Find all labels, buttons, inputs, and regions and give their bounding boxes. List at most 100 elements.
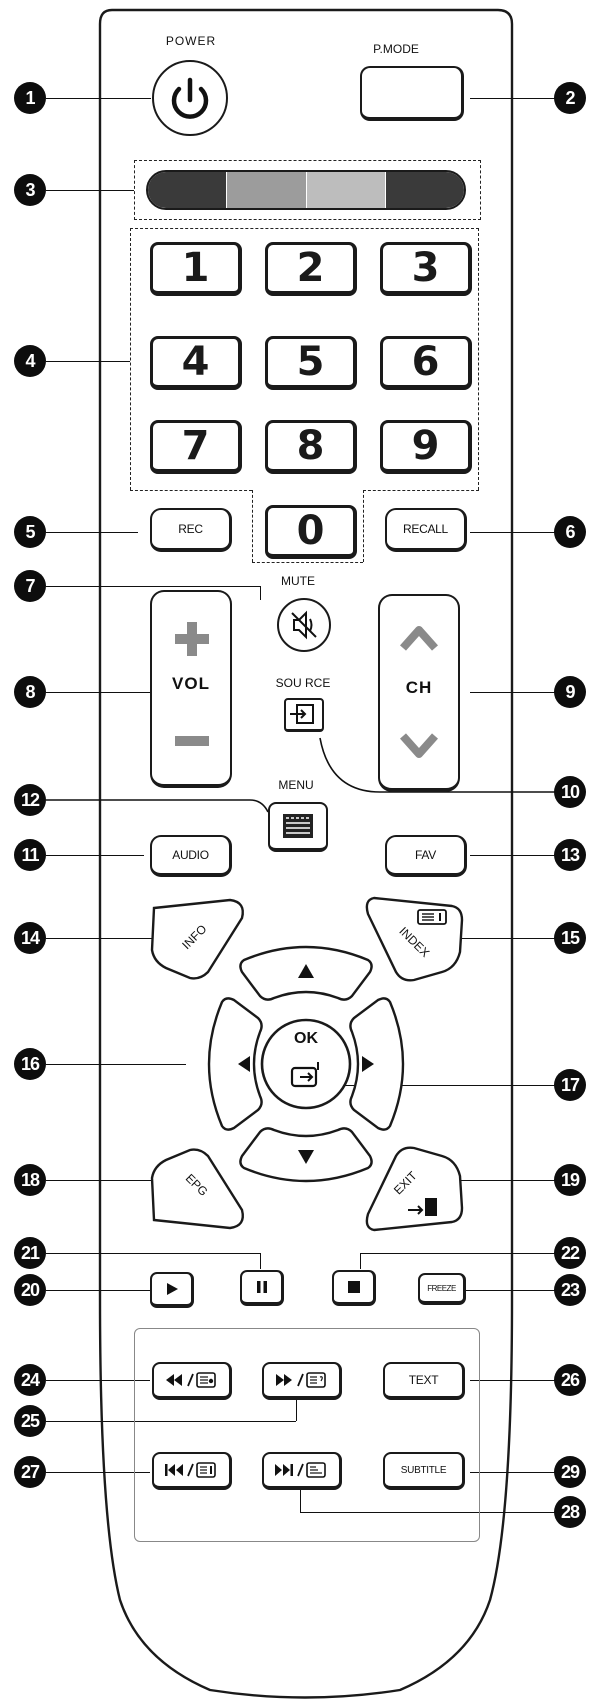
previous-icon bbox=[164, 1462, 216, 1478]
pmode-button[interactable] bbox=[360, 66, 464, 121]
digit-button-7[interactable]: 7 bbox=[150, 420, 242, 474]
stop-icon bbox=[347, 1281, 360, 1293]
digit-button-2[interactable]: 2 bbox=[265, 242, 357, 296]
power-button[interactable] bbox=[152, 60, 228, 136]
power-icon bbox=[171, 77, 209, 119]
callout-badge-22: 22 bbox=[554, 1237, 586, 1269]
leader-line-1 bbox=[46, 98, 151, 99]
fastforward-teletext-button[interactable] bbox=[262, 1362, 342, 1400]
next-teletext-button[interactable] bbox=[262, 1452, 342, 1490]
previous-teletext-button[interactable] bbox=[152, 1452, 232, 1490]
callout-badge-14: 14 bbox=[14, 922, 46, 954]
text-button[interactable]: TEXT bbox=[383, 1362, 465, 1400]
color-key-2[interactable] bbox=[227, 172, 307, 208]
callout-badge-19: 19 bbox=[554, 1164, 586, 1196]
leader-line-21b bbox=[260, 1253, 261, 1269]
audio-button[interactable]: AUDIO bbox=[150, 835, 232, 877]
digit-button-4[interactable]: 4 bbox=[150, 336, 242, 390]
leader-line-11 bbox=[46, 855, 144, 856]
color-key-4[interactable] bbox=[385, 172, 464, 208]
numpad-outline-top bbox=[130, 228, 479, 229]
digit-button-5[interactable]: 5 bbox=[265, 336, 357, 390]
mute-button[interactable] bbox=[277, 598, 331, 652]
source-button[interactable] bbox=[284, 698, 324, 732]
freeze-button[interactable]: FREEZE bbox=[418, 1273, 466, 1305]
pause-button[interactable] bbox=[240, 1270, 284, 1306]
callout-badge-24: 24 bbox=[14, 1364, 46, 1396]
volume-up-icon[interactable] bbox=[175, 622, 209, 656]
info-button[interactable] bbox=[150, 898, 244, 980]
leader-line-7b bbox=[260, 586, 261, 600]
leader-line-22b bbox=[360, 1253, 361, 1269]
callout-badge-28: 28 bbox=[554, 1496, 586, 1528]
ok-label: OK bbox=[294, 1030, 318, 1047]
color-keys-group-outline bbox=[134, 160, 481, 220]
recall-button[interactable]: RECALL bbox=[385, 508, 467, 552]
menu-button[interactable] bbox=[268, 802, 328, 852]
leader-line-6 bbox=[470, 532, 562, 533]
nav-right-button[interactable] bbox=[349, 997, 405, 1131]
callout-badge-9: 9 bbox=[554, 676, 586, 708]
digit-button-1[interactable]: 1 bbox=[150, 242, 242, 296]
channel-label: CH bbox=[405, 678, 433, 697]
digit-button-3[interactable]: 3 bbox=[380, 242, 472, 296]
volume-down-icon[interactable] bbox=[175, 736, 209, 746]
epg-button[interactable] bbox=[150, 1148, 244, 1230]
digit-button-6[interactable]: 6 bbox=[380, 336, 472, 390]
channel-down-icon[interactable] bbox=[399, 730, 439, 760]
stop-button[interactable] bbox=[332, 1270, 376, 1306]
callout-badge-17: 17 bbox=[554, 1069, 586, 1101]
leader-line-16 bbox=[46, 1064, 186, 1065]
leader-line-23 bbox=[464, 1290, 562, 1291]
digit-button-8[interactable]: 8 bbox=[265, 420, 357, 474]
callout-badge-11: 11 bbox=[14, 839, 46, 871]
menu-label: MENU bbox=[278, 778, 314, 792]
leader-line-7 bbox=[46, 586, 260, 587]
nav-up-button[interactable] bbox=[239, 945, 373, 1001]
leader-line-18 bbox=[46, 1180, 160, 1181]
callout-badge-1: 1 bbox=[14, 82, 46, 114]
pmode-label: P.MODE bbox=[373, 42, 419, 56]
leader-line-29 bbox=[470, 1472, 562, 1473]
next-icon bbox=[274, 1462, 326, 1478]
color-key-1[interactable] bbox=[148, 172, 228, 208]
nav-down-button[interactable] bbox=[239, 1127, 373, 1183]
index-button[interactable] bbox=[365, 896, 464, 982]
leader-line-28 bbox=[300, 1512, 562, 1513]
channel-up-icon[interactable] bbox=[399, 624, 439, 654]
play-button[interactable] bbox=[150, 1272, 194, 1308]
numpad-outline-zero-bottom bbox=[252, 562, 363, 563]
leader-line-15 bbox=[456, 938, 562, 939]
digit-button-9[interactable]: 9 bbox=[380, 420, 472, 474]
leader-line-13 bbox=[470, 855, 562, 856]
leader-line-28b bbox=[300, 1490, 301, 1512]
numpad-outline-zero-left bbox=[252, 490, 253, 562]
leader-line-5 bbox=[46, 532, 138, 533]
rec-button[interactable]: REC bbox=[150, 508, 232, 552]
subtitle-button[interactable]: SUBTITLE bbox=[383, 1452, 465, 1490]
callout-badge-12: 12 bbox=[14, 784, 46, 816]
callout-badge-25: 25 bbox=[14, 1405, 46, 1437]
mute-label: MUTE bbox=[281, 574, 315, 588]
nav-left-button[interactable] bbox=[207, 997, 263, 1131]
source-icon bbox=[290, 704, 314, 724]
ok-button[interactable] bbox=[260, 1018, 352, 1110]
callout-badge-23: 23 bbox=[554, 1274, 586, 1306]
rewind-teletext-button[interactable] bbox=[152, 1362, 232, 1400]
play-icon bbox=[166, 1283, 178, 1295]
leader-line-25 bbox=[46, 1421, 296, 1422]
digit-button-0[interactable]: 0 bbox=[265, 505, 357, 559]
callout-badge-13: 13 bbox=[554, 839, 586, 871]
callout-badge-16: 16 bbox=[14, 1048, 46, 1080]
volume-rocker[interactable]: VOL bbox=[150, 590, 232, 788]
leader-line-9 bbox=[470, 692, 562, 693]
callout-badge-6: 6 bbox=[554, 516, 586, 548]
callout-badge-2: 2 bbox=[554, 82, 586, 114]
channel-rocker[interactable]: CH bbox=[378, 594, 460, 792]
callout-badge-27: 27 bbox=[14, 1456, 46, 1488]
fav-button[interactable]: FAV bbox=[385, 835, 467, 877]
color-key-3[interactable] bbox=[306, 172, 386, 208]
exit-button[interactable] bbox=[365, 1146, 464, 1232]
